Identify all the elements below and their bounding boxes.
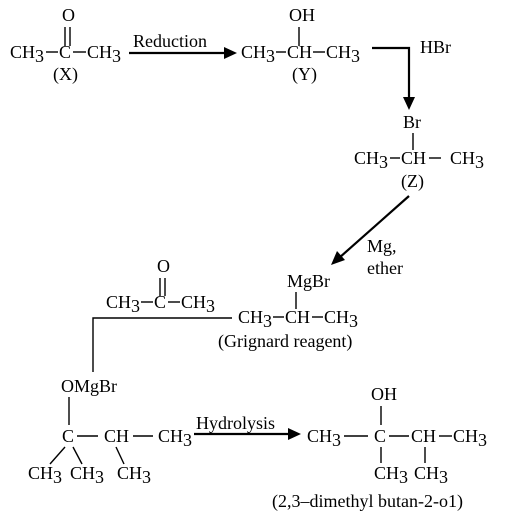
bond-ch-methyl-c: [115, 446, 125, 465]
arrow-path: [372, 46, 411, 98]
reduction-arrow: Reduction: [129, 31, 237, 59]
carbonyl-oxygen: O: [62, 5, 75, 25]
label-grignard: (Grignard reagent): [218, 331, 352, 352]
connector-line: [92, 317, 232, 372]
compound-z-2-bromopropane: Br CH3 CH CH3 (Z): [354, 112, 484, 192]
methyl-left: CH3: [307, 426, 341, 450]
methyl-right: CH3: [158, 426, 192, 450]
reagent-hydrolysis: Hydrolysis: [196, 413, 275, 433]
bond-c-methyl-a: [49, 446, 66, 465]
methyl-right: CH3: [87, 42, 121, 66]
label-z: (Z): [401, 171, 424, 192]
methyl-left: CH3: [106, 292, 140, 316]
quaternary-carbon: C: [374, 426, 386, 446]
methyl-left: CH3: [238, 307, 272, 331]
product-name: (2,3–dimethyl butan-2-o1): [272, 491, 463, 512]
methyl-b: CH3: [70, 463, 104, 487]
final-product: OH CH3 C CH CH3 CH3 CH3 (2,3–dimethyl bu…: [272, 384, 487, 512]
arrow-head: [331, 251, 345, 265]
center-ch: CH: [287, 42, 312, 62]
methyl-lower-2: CH3: [414, 463, 448, 487]
mgbr-group: MgBr: [287, 271, 330, 291]
arrow-head: [224, 47, 237, 59]
methyl-lower: CH3: [374, 463, 408, 487]
compound-y-propan-2-ol: OH CH3 CH CH3 (Y): [241, 5, 360, 85]
methyl-right: CH3: [324, 307, 358, 331]
methyl-c: CH3: [117, 463, 151, 487]
compound-x-acetone: O CH3 C CH3 (X): [10, 5, 121, 85]
hydroxyl-group: OH: [289, 5, 315, 25]
center-ch: CH: [411, 426, 436, 446]
carbonyl-oxygen: O: [157, 256, 170, 276]
arrow-head: [288, 428, 301, 440]
methyl-left: CH3: [354, 148, 388, 172]
carbonyl-carbon: C: [154, 292, 166, 312]
reagent-hbr: HBr: [420, 37, 451, 57]
methyl-right: CH3: [450, 148, 484, 172]
grignard-reagent: MgBr CH3 CH CH3 (Grignard reagent): [218, 271, 358, 352]
center-ch: CH: [104, 426, 129, 446]
second-acetone: O CH3 C CH3: [106, 256, 215, 316]
label-y: (Y): [292, 64, 317, 85]
label-x: (X): [53, 64, 78, 85]
hydroxyl-group: OH: [371, 384, 397, 404]
bromine: Br: [403, 112, 421, 132]
reagent-ether: ether: [367, 258, 403, 278]
methyl-left: CH3: [241, 42, 275, 66]
alkoxide-adduct: OMgBr C CH CH3 CH3 CH3 CH3: [28, 376, 192, 487]
quaternary-carbon: C: [62, 426, 74, 446]
methyl-right: CH3: [181, 292, 215, 316]
methyl-right: CH3: [453, 426, 487, 450]
arrow-head: [403, 97, 415, 110]
reagent-mg: Mg,: [367, 236, 397, 256]
omgbr-group: OMgBr: [61, 376, 117, 396]
hydrolysis-arrow: Hydrolysis: [194, 413, 301, 440]
mg-ether-arrow: Mg, ether: [331, 195, 410, 278]
center-ch: CH: [285, 307, 310, 327]
center-ch: CH: [401, 148, 426, 168]
arrow-shaft: [338, 195, 410, 259]
hbr-arrow: HBr: [372, 37, 451, 110]
methyl-left: CH3: [10, 42, 44, 66]
bond-c-methyl-b: [72, 446, 83, 465]
carbonyl-carbon: C: [59, 42, 71, 62]
methyl-a: CH3: [28, 463, 62, 487]
reagent-reduction: Reduction: [133, 31, 207, 51]
methyl-right: CH3: [326, 42, 360, 66]
